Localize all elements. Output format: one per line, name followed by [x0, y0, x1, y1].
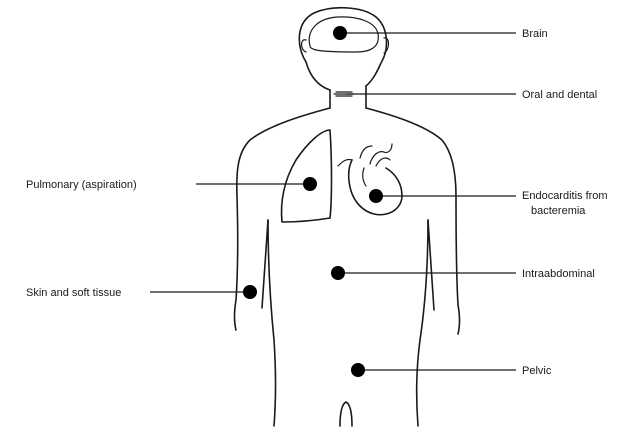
brain-site-marker [333, 26, 347, 40]
brain-label: Brain [522, 28, 548, 40]
lung-outline [282, 130, 332, 222]
endocarditis-label-line1: Endocarditis from [522, 190, 608, 202]
intraabdominal-label: Intraabdominal [522, 268, 595, 280]
pelvic-label: Pelvic [522, 365, 552, 377]
heart-icon [338, 144, 402, 215]
intraabdominal-site-marker [331, 266, 345, 280]
endocarditis-site-marker [369, 189, 383, 203]
pulmonary-label: Pulmonary (aspiration) [26, 179, 137, 191]
skin-label: Skin and soft tissue [26, 287, 121, 299]
skin-site-marker [243, 285, 257, 299]
endocarditis-label-line2: bacteremia [531, 205, 586, 217]
pelvic-site-marker [351, 363, 365, 377]
body-outline [235, 8, 460, 426]
oral-label: Oral and dental [522, 89, 597, 101]
pulmonary-site-marker [303, 177, 317, 191]
